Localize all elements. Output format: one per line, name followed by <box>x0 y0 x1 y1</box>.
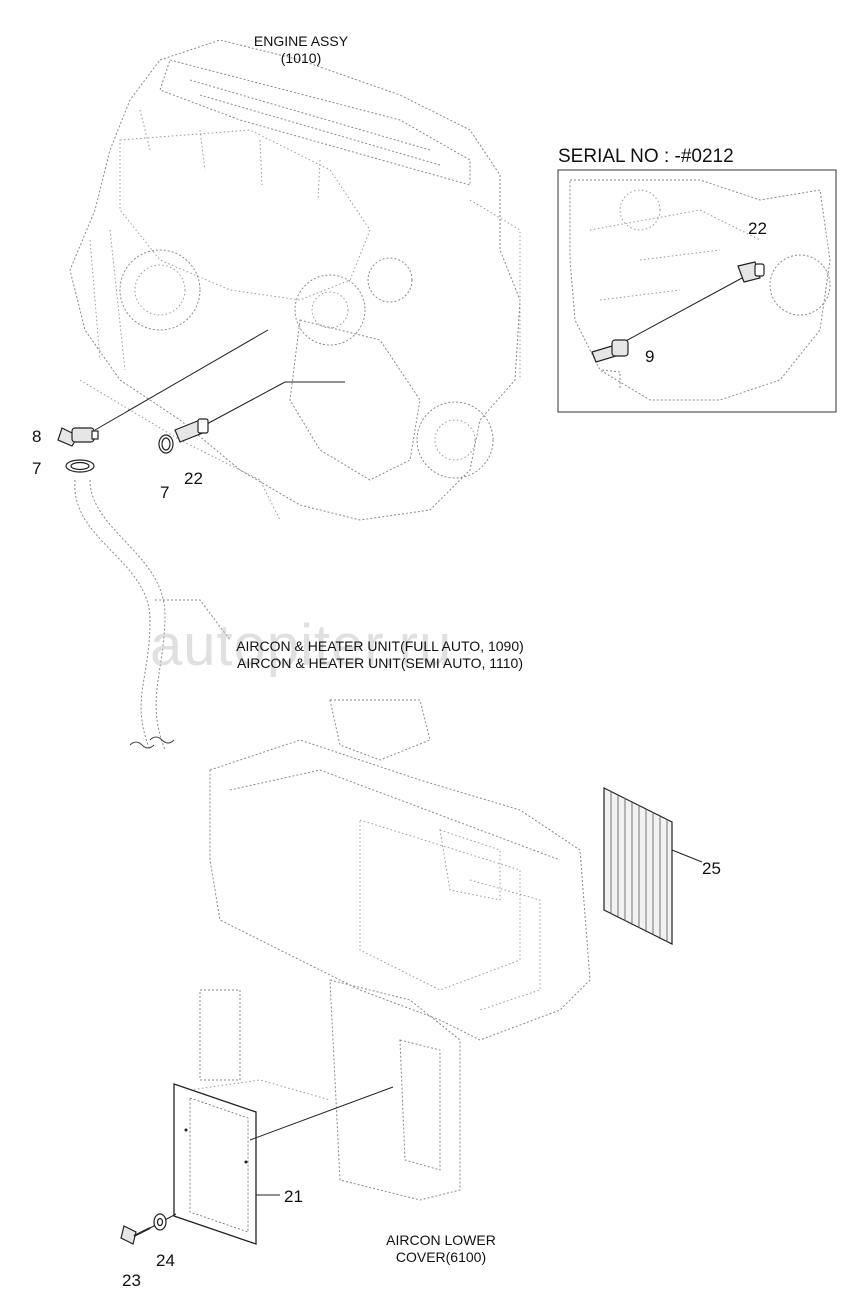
aircon-unit-title: AIRCON & HEATER UNIT(FULL AUTO, 1090) AI… <box>200 638 560 672</box>
engine-assy-title: ENGINE ASSY (1010) <box>236 33 366 67</box>
engine-assy-label: ENGINE ASSY <box>253 33 349 49</box>
callout-7-right: 7 <box>160 483 170 502</box>
engine-leaders <box>94 329 345 431</box>
callout-7-left: 7 <box>32 459 42 478</box>
callout-8: 8 <box>32 427 42 446</box>
inset-callout-22: 22 <box>748 219 767 238</box>
aircon-lower-label-2: COVER(6100) <box>395 1249 487 1265</box>
aircon-lower-label-1: AIRCON LOWER <box>386 1232 496 1248</box>
part-22-connector <box>174 418 209 443</box>
serial-number-label: SERIAL NO : -#0212 <box>558 146 734 167</box>
callout-22: 22 <box>184 469 203 488</box>
aircon-unit-outline <box>189 699 591 1201</box>
engine-assy-code: (1010) <box>280 50 322 66</box>
part-24-washer <box>153 1213 167 1231</box>
callout-23: 23 <box>122 1271 141 1290</box>
callout-24: 24 <box>156 1251 175 1270</box>
part-23-bolt <box>120 1213 177 1245</box>
inset-callout-9: 9 <box>645 347 655 366</box>
part-21-lower-cover <box>173 1083 394 1245</box>
aircon-full-label: AIRCON & HEATER UNIT(FULL AUTO, 1090) <box>236 638 524 654</box>
engine-outline <box>69 39 521 521</box>
callout-25: 25 <box>702 859 721 878</box>
part-25-filter <box>603 787 703 945</box>
callout-21: 21 <box>284 1187 303 1206</box>
aircon-semi-label: AIRCON & HEATER UNIT(SEMI AUTO, 1110) <box>236 655 523 671</box>
aircon-lower-cover-title: AIRCON LOWER COVER(6100) <box>366 1232 516 1266</box>
watermark-text: autopiter.ru <box>150 613 453 678</box>
heater-hoses-outline <box>74 479 231 751</box>
part-7-clamp-left <box>65 459 95 473</box>
part-8-drain-cock <box>57 427 99 447</box>
part-7-clamp-right <box>158 434 174 454</box>
serial-inset <box>557 169 837 413</box>
